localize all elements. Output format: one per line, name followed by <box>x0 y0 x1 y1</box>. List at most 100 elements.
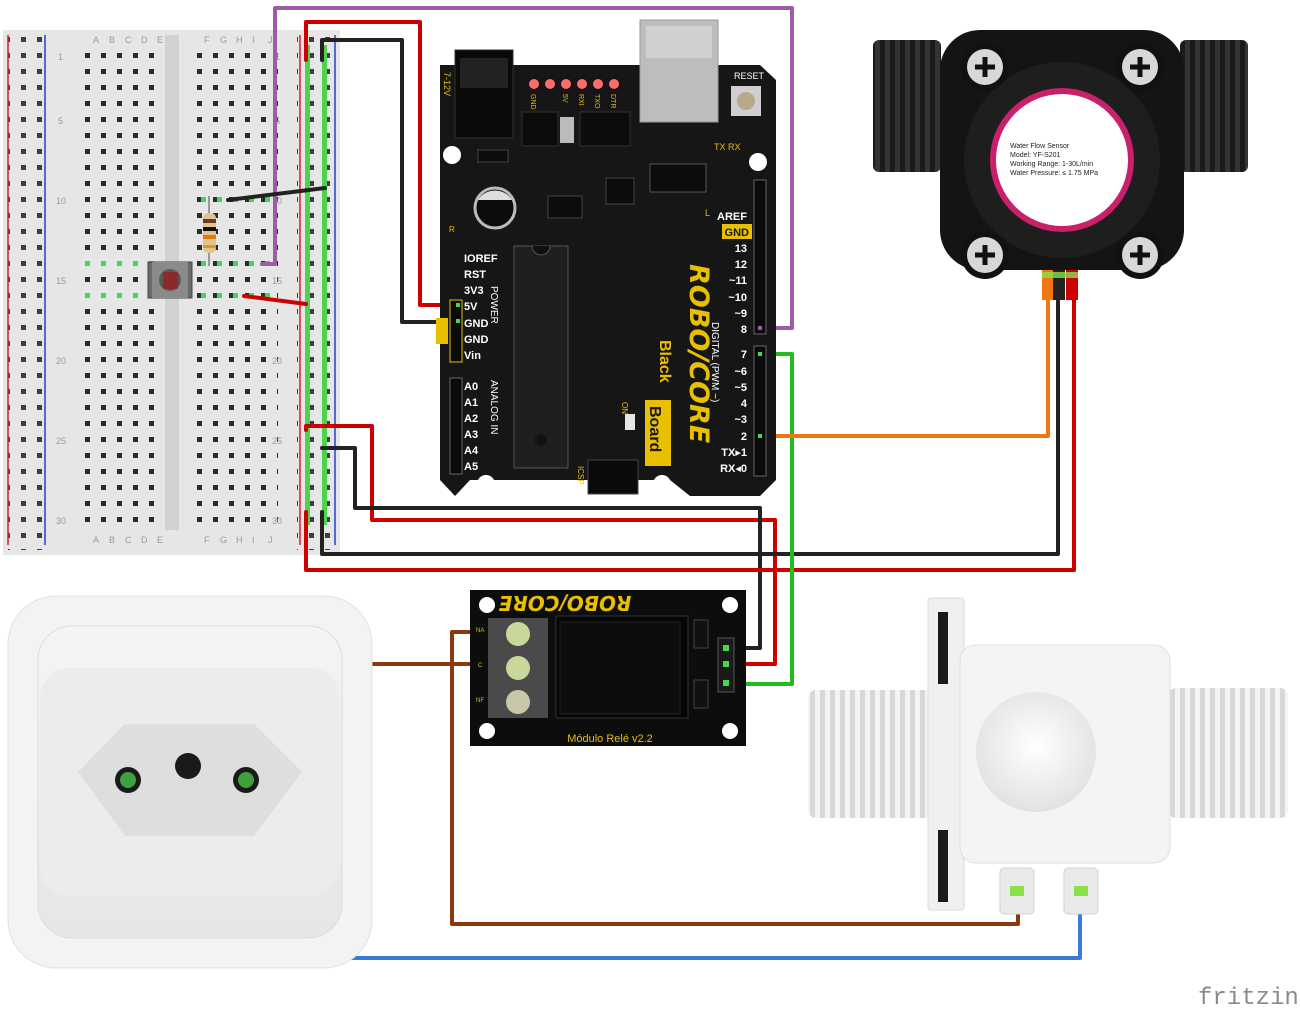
breadboard-left-rail <box>8 35 48 550</box>
breadboard-right-rail <box>297 35 337 550</box>
col-letter: J <box>268 35 273 45</box>
col-letter: G <box>220 535 227 545</box>
col-letter: B <box>109 535 115 545</box>
power-input-label: 7-12V <box>442 72 452 96</box>
digital-pin-label: ~6 <box>734 366 747 378</box>
r-label: R <box>449 225 455 234</box>
wire-red-relay <box>304 424 777 666</box>
power-pin-label: 5V <box>464 301 478 313</box>
mounting-hole <box>479 597 495 613</box>
fritzing-logo: fritzing <box>1198 985 1300 1012</box>
digital-pin-label: ~5 <box>734 382 747 394</box>
col-letter: G <box>220 35 227 45</box>
col-letter: C <box>125 535 132 545</box>
col-letter: H <box>236 535 243 545</box>
col-letter: F <box>204 535 210 545</box>
mounting-hole <box>722 723 738 739</box>
solenoid-valve <box>808 597 1288 915</box>
sensor-label-line: Model: YF-S201 <box>1010 152 1061 159</box>
valve-cap <box>976 692 1096 812</box>
row-number: 10 <box>272 196 282 206</box>
water-flow-sensor: Water Flow Sensor Model: YF-S201 Working… <box>873 30 1248 300</box>
board-brand: ROBO/CORE <box>683 264 714 444</box>
screw-icon <box>961 43 1009 91</box>
row-number: 10 <box>56 196 66 206</box>
icsp-header <box>587 459 639 495</box>
mounting-hole <box>653 475 671 493</box>
wire-red-5v <box>304 20 460 307</box>
status-pin-label: RXI <box>577 94 584 106</box>
wire-black-resistor <box>226 186 327 202</box>
status-pin-label: DTR <box>609 94 616 108</box>
status-pin-label: TXO <box>593 94 600 109</box>
digital-pin-label: 8 <box>741 324 747 336</box>
digital-pin-label: AREF <box>717 211 747 223</box>
row-number: 30 <box>272 516 282 526</box>
col-letter: I <box>252 35 255 45</box>
relay-footer: Módulo Relé v2.2 <box>567 733 653 745</box>
digital-pin-label: 13 <box>735 243 747 255</box>
breadboard-right-block <box>196 48 278 528</box>
digital-pin-label: ~10 <box>728 292 747 304</box>
row-number: 20 <box>56 356 66 366</box>
digital-pin-label: TX▸1 <box>721 447 747 459</box>
analog-pin-label: A0 <box>464 381 478 393</box>
wire-purple <box>260 6 794 330</box>
terminal-screw <box>506 622 530 646</box>
col-letter: A <box>93 35 99 45</box>
power-pin-label: IOREF <box>464 253 498 265</box>
digital-pin-label: 7 <box>741 349 747 361</box>
power-pin-label: 3V3 <box>464 285 484 297</box>
blackboard-arduino: 7-12V GND 5V RXI TXO DTR RESET <box>436 19 776 496</box>
mounting-hole <box>477 475 495 493</box>
row-number: 15 <box>272 276 282 286</box>
status-pin-label: GND <box>529 94 536 110</box>
l-label: L <box>705 208 710 218</box>
analog-pin-label: A2 <box>464 413 478 425</box>
digital-pin-label: ~9 <box>734 308 747 320</box>
row-number: 30 <box>56 516 66 526</box>
status-led-row <box>529 79 619 89</box>
col-letter: H <box>236 35 243 45</box>
row-number: 25 <box>272 436 282 446</box>
analog-pin-label: A1 <box>464 397 478 409</box>
relay-brand: ROBO/CORE <box>498 591 631 615</box>
col-letter: A <box>93 535 99 545</box>
col-letter: C <box>125 35 132 45</box>
usb-chip <box>649 163 707 193</box>
push-button <box>147 261 193 299</box>
digital-header-top <box>753 179 767 335</box>
digital-pin-label: 4 <box>741 398 748 410</box>
wire-black-relay <box>320 446 762 650</box>
terminal-label: NA <box>476 628 484 634</box>
wire-black-sensor <box>320 276 1060 556</box>
row-number: 20 <box>272 356 282 366</box>
wire-green-signal <box>726 352 794 686</box>
on-label: ON <box>620 402 629 414</box>
terminal-label: C <box>478 663 483 669</box>
analog-pin-label: A3 <box>464 429 478 441</box>
digital-pin-label: ~3 <box>734 414 747 426</box>
power-header-label: POWER <box>488 286 499 324</box>
col-letter: D <box>141 35 148 45</box>
row-number: 5 <box>58 116 63 126</box>
sensor-label-line: Water Pressure: ≤ 1.75 MPa <box>1010 170 1098 177</box>
digital-pin-label: 2 <box>741 431 747 443</box>
terminal-screw <box>506 690 530 714</box>
power-pin-label: Vin <box>464 350 481 362</box>
screw-icon <box>1116 43 1164 91</box>
resistor <box>203 196 216 266</box>
wire-red-sensor <box>304 276 1076 572</box>
wire-orange-signal <box>760 276 1050 438</box>
analog-header-label: ANALOG IN <box>488 380 499 434</box>
wire-black-gnd <box>320 38 460 324</box>
terminal-screw <box>506 656 530 680</box>
terminal-label: NF <box>476 698 484 704</box>
col-letter: J <box>268 535 273 545</box>
mounting-hole <box>479 723 495 739</box>
outlet-ground-hole <box>175 753 201 779</box>
screw-icon <box>961 231 1009 279</box>
col-letter: I <box>252 535 255 545</box>
row-number: 1 <box>58 52 63 62</box>
